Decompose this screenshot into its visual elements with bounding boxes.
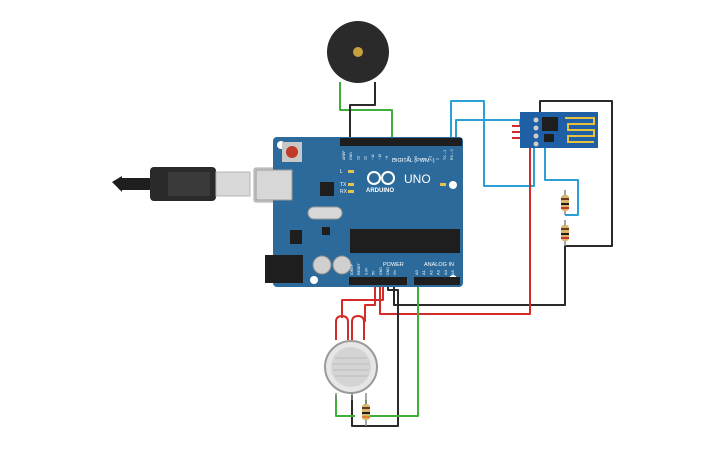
gas-sensor[interactable] xyxy=(324,314,378,400)
analog-pin-label-0: A0 xyxy=(414,269,419,275)
analog-pin-label-5: A5 xyxy=(450,269,455,275)
analog-header xyxy=(414,277,460,285)
digital-pin-label-5: ~10 xyxy=(378,154,382,160)
on-label: ON xyxy=(449,183,457,189)
power-pin-label-6: Vin xyxy=(393,270,397,275)
digital-header xyxy=(340,138,462,146)
wire-sensor-red-1[interactable] xyxy=(364,280,376,322)
tx-label: TX xyxy=(340,182,347,188)
wire-sensor-red-2[interactable] xyxy=(341,280,384,318)
wires xyxy=(335,82,613,427)
resistor-wifi-2[interactable] xyxy=(561,220,569,246)
digital-pin-label-11: 4 xyxy=(421,158,425,160)
wire-buzzer-green[interactable] xyxy=(339,82,393,140)
digital-pin-label-1: GND xyxy=(349,152,353,160)
digital-pin-label-2: 13 xyxy=(356,156,360,160)
digital-pin-label-3: 12 xyxy=(364,156,368,160)
power-label: POWER xyxy=(383,262,404,268)
resistor-sensor[interactable] xyxy=(362,400,370,426)
wire-wifi-black[interactable] xyxy=(393,100,613,306)
power-pin-label-0: IOREF xyxy=(350,263,354,275)
esp8266-wifi-module[interactable] xyxy=(512,112,598,148)
wire-buzzer-black[interactable] xyxy=(349,82,376,140)
digital-pin-label-10: ~5 xyxy=(414,156,418,160)
analog-label: ANALOG IN xyxy=(424,262,454,268)
atmega-chip xyxy=(350,229,460,253)
analog-pin-label-4: A4 xyxy=(443,269,448,275)
power-pin-label-4: GND xyxy=(379,267,383,275)
wire-sensor-green-b[interactable] xyxy=(335,395,355,417)
piezo-buzzer[interactable] xyxy=(327,21,389,83)
analog-pin-label-3: A3 xyxy=(436,269,441,275)
power-pin-label-3: 5V xyxy=(372,270,376,275)
analog-pin-label-2: A2 xyxy=(428,269,433,275)
wire-sensor-black[interactable] xyxy=(351,280,399,427)
power-header xyxy=(349,277,407,285)
wire-wifi-blue-3[interactable] xyxy=(544,146,579,216)
rx-label: RX xyxy=(340,189,348,195)
digital-pin-label-14: TX→1 xyxy=(443,150,447,160)
digital-pin-label-12: ~3 xyxy=(428,156,432,160)
arduino-logo-icon xyxy=(367,171,395,185)
antenna-icon xyxy=(565,117,595,143)
digital-pin-label-7: 8 xyxy=(392,158,396,160)
digital-pin-label-9: ~6 xyxy=(407,156,411,160)
power-jack xyxy=(265,255,303,283)
board-model: UNO xyxy=(404,172,431,186)
digital-label: DIGITAL (PWM~) xyxy=(392,158,435,164)
digital-pin-label-8: 7 xyxy=(400,158,404,160)
wire-wifi-blue-1[interactable] xyxy=(450,100,535,187)
l-label: L xyxy=(340,169,343,175)
digital-pin-label-13: 2 xyxy=(436,158,440,160)
wire-wifi-blue-2[interactable] xyxy=(455,119,521,140)
board-brand: ARDUINO xyxy=(366,188,394,194)
power-pin-label-2: 3.3V xyxy=(364,267,368,275)
digital-pin-label-15: RX←0 xyxy=(450,149,454,160)
analog-pin-label-1: A1 xyxy=(421,269,426,275)
digital-pin-label-6: ~9 xyxy=(385,156,389,160)
digital-pin-label-0: AREF xyxy=(342,150,346,160)
arduino-board[interactable]: ARDUINO UNO DIGITAL (PWM~) POWER ANALOG … xyxy=(255,137,463,287)
digital-pin-label-4: ~11 xyxy=(371,154,375,160)
power-pin-label-5: GND xyxy=(386,267,390,275)
resistor-wifi-1[interactable] xyxy=(561,190,569,215)
power-pin-label-1: RESET xyxy=(357,262,361,275)
